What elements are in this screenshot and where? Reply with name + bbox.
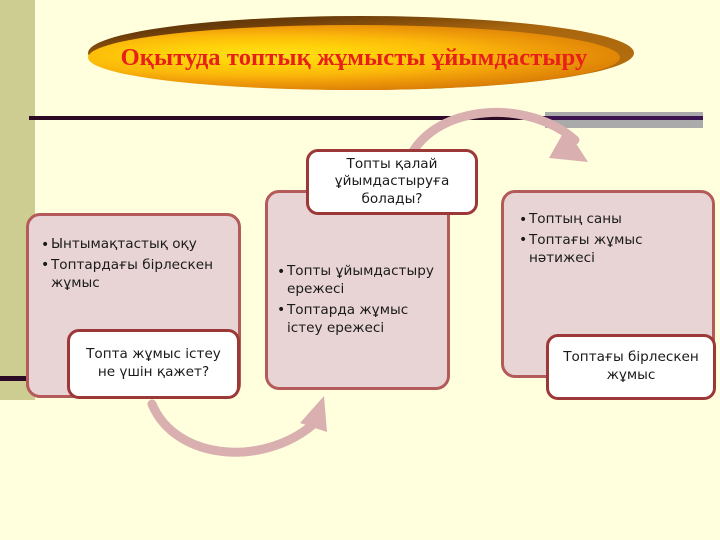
divider-line-accent bbox=[545, 116, 703, 120]
list-item: Ынтымақтастық оқу bbox=[41, 236, 238, 254]
content-list-right: Топтың саны Топтағы жұмыс нәтижесі bbox=[519, 211, 712, 268]
content-list-middle: Топты ұйымдастыру ережесі Топтарда жұмыс… bbox=[277, 263, 447, 338]
callout-middle: Топты қалай ұйымдастыруға болады? bbox=[306, 149, 478, 215]
list-item: Топтардағы бірлескен жұмыс bbox=[41, 256, 238, 293]
page-title: Оқытуда топтық жұмысты ұйымдастыру bbox=[120, 43, 588, 71]
list-item: Топтың саны bbox=[519, 211, 712, 229]
callout-left: Топта жұмыс істеу не үшін қажет? bbox=[67, 329, 240, 399]
list-item: Топтағы жұмыс нәтижесі bbox=[519, 231, 712, 268]
content-list-left: Ынтымақтастық оқу Топтардағы бірлескен ж… bbox=[41, 236, 238, 293]
title-banner: Оқытуда топтық жұмысты ұйымдастыру bbox=[88, 16, 634, 90]
list-item: Топты ұйымдастыру ережесі bbox=[277, 263, 447, 299]
content-box-middle: Топты ұйымдастыру ережесі Топтарда жұмыс… bbox=[265, 190, 450, 390]
callout-right: Топтағы бірлескен жұмыс bbox=[546, 334, 716, 400]
divider-line-top bbox=[29, 116, 700, 120]
list-item: Топтарда жұмыс істеу ережесі bbox=[277, 301, 447, 338]
arrow-left-to-middle-icon bbox=[147, 396, 327, 457]
rule-shadow-band bbox=[545, 112, 703, 128]
banner-face bbox=[88, 25, 620, 90]
